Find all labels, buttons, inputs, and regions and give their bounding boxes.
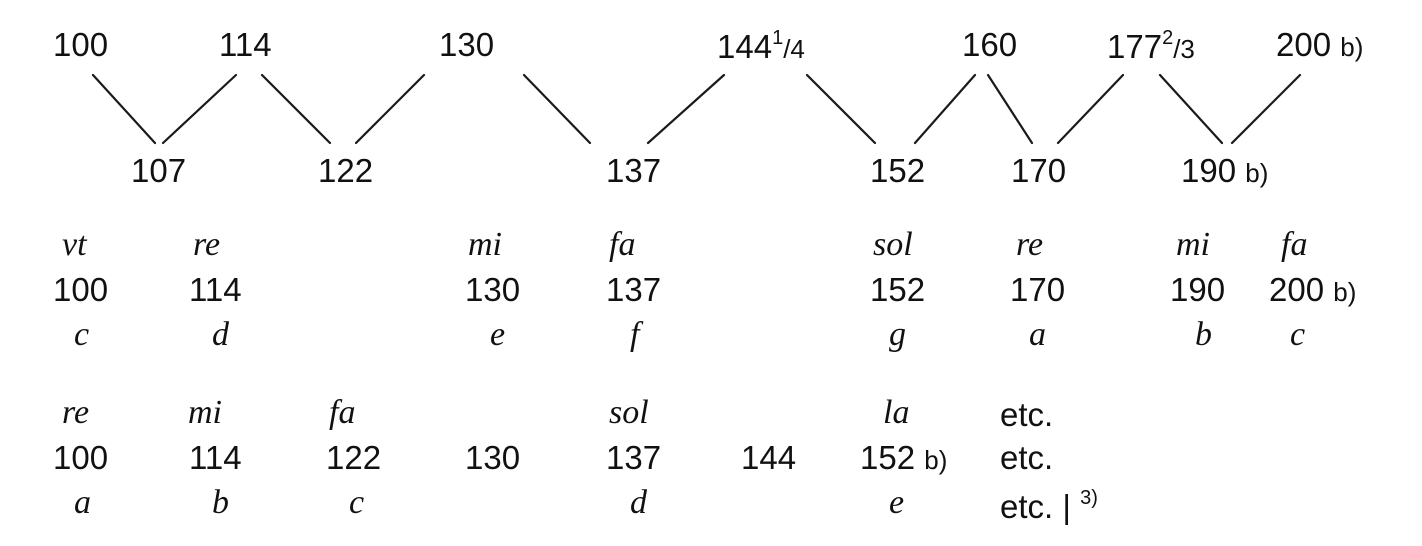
table1-number: 137 [606,271,662,308]
low-number-190: 190 b) [1181,152,1269,189]
table2-letter: a [74,484,91,521]
line-152-160 [913,73,977,145]
table1-number: 170 [1010,271,1066,308]
top-number-144-whole: 144 [717,28,773,65]
fraction-two-thirds: 2/3 [1162,27,1195,64]
table1-syllable: vt [62,226,87,263]
table1-number: 190 [1170,271,1226,308]
table1-letter: b [1195,316,1212,353]
table2-syllable: sol [609,394,649,431]
fraction-denominator: 4 [790,34,805,64]
top-number-100: 100 [53,26,109,63]
line-190-200 [1230,73,1302,145]
table1-syllable: fa [1281,226,1308,263]
top-number-144-fraction: 1441/4 [717,28,805,63]
line-170-177 [1056,73,1125,145]
table2-number: 137 [606,439,662,476]
footnote-mark: 3) [1080,487,1098,509]
note-mark-b: b) [924,445,948,475]
line-122-130 [354,73,426,145]
note-mark-b: b) [1245,158,1269,188]
low-number-170: 170 [1011,152,1067,189]
table2-etc-footnote: etc. | 3) [1000,487,1098,525]
table2-number: 114 [189,439,242,476]
table1-letter: c [1290,316,1306,353]
table1-letter: e [490,316,506,353]
table2-letter: c [349,484,365,521]
table2-letter: b [212,484,229,521]
table2-syllable: fa [329,394,356,431]
table2-syllable: re [62,394,90,431]
table2-number: 144 [741,439,797,476]
table2-etc: etc. [1000,439,1054,476]
top-number-130: 130 [439,26,495,63]
line-144-152 [805,73,877,145]
table1-syllable: mi [468,226,502,263]
table2-letter: d [630,484,647,521]
table1-letter: g [889,316,906,353]
top-number-177-whole: 177 [1107,28,1163,65]
line-160-170 [986,73,1034,145]
line-107-114 [161,73,238,145]
table1-syllable: re [1016,226,1044,263]
table2-number: 130 [465,439,521,476]
fraction-one-quarter: 1/4 [772,27,805,64]
table1-number: 100 [53,271,109,308]
table2-letter: e [889,484,905,521]
table1-syllable: fa [609,226,636,263]
line-114-122 [260,73,332,145]
top-number-200: 200 b) [1276,26,1364,63]
table1-letter: a [1029,316,1046,353]
table2-etc: etc. [1000,396,1054,433]
table2-number: 100 [53,439,109,476]
table2-syllable: mi [188,394,222,431]
low-number-122: 122 [318,152,374,189]
table2-syllable: la [883,394,910,431]
table1-syllable: mi [1176,226,1210,263]
note-mark-b: b) [1340,32,1364,62]
line-137-144 [646,73,726,145]
top-number-114: 114 [219,26,272,63]
table1-number: 152 [870,271,926,308]
table1-letter: c [74,316,90,353]
top-number-160: 160 [962,26,1018,63]
fraction-numerator: 2 [1162,27,1174,49]
table2-number-152: 152 b) [860,439,948,476]
top-number-177-fraction: 1772/3 [1107,28,1195,63]
table1-syllable: re [193,226,221,263]
table1-number: 130 [465,271,521,308]
low-number-137: 137 [606,152,662,189]
table1-letter: d [212,316,229,353]
table1-syllable: sol [873,226,913,263]
table1-number-200: 200 b) [1269,271,1357,308]
fraction-numerator: 1 [772,27,784,49]
line-177-190 [1158,73,1224,145]
note-mark-b: b) [1333,277,1357,307]
line-100-107 [91,73,157,145]
low-number-152: 152 [870,152,926,189]
low-number-107: 107 [131,152,187,189]
table1-number: 114 [189,271,242,308]
table1-letter: f [630,316,640,353]
table2-number: 122 [326,439,382,476]
fraction-denominator: 3 [1180,34,1195,64]
line-130-137 [522,73,592,145]
